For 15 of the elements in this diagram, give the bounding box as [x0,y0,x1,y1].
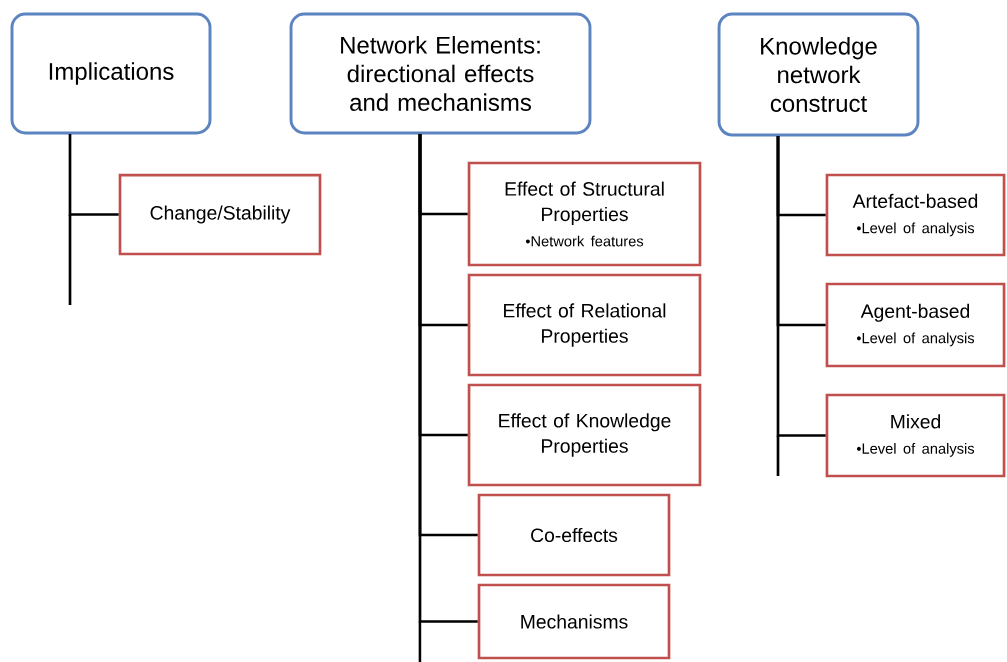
topic-box: Agent-based •Level of analysis [825,282,1006,368]
topic-box: Effect of Knowledge Properties [467,383,702,487]
connector-line [418,134,478,623]
connector-line [776,136,826,437]
heading-box: Knowledge network construct [717,12,920,137]
topic-box: Change/Stability [118,173,322,256]
topic-box: Artefact-based •Level of analysis [825,173,1006,257]
topic-box: Mechanisms [477,583,671,660]
topic-box: Co-effects [477,493,671,577]
topic-box: Effect of Relational Properties [467,273,702,377]
connector-line [68,134,119,216]
heading-box: Network Elements: directional effects and mechanisms [289,12,592,135]
topic-box: Mixed •Level of analysis [825,393,1006,478]
heading-box: Implications [10,12,212,135]
topic-box: Effect of Structural Properties •Network features [467,161,702,267]
